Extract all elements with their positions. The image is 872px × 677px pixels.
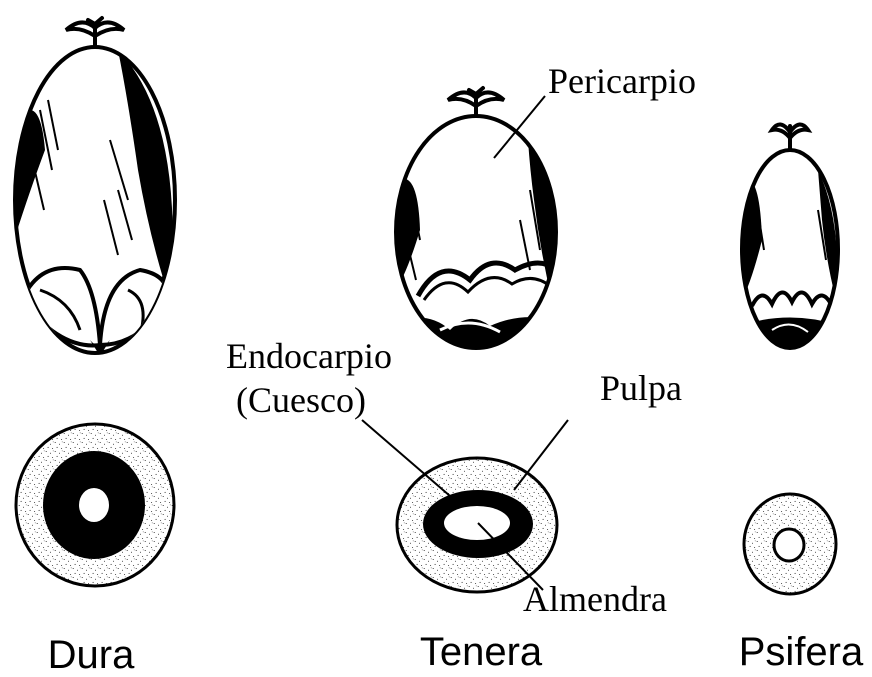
tenera-fruit [396, 88, 556, 360]
endocarpio-leader [362, 420, 450, 496]
tenera-cross-section [397, 458, 557, 592]
pulpa-leader [514, 420, 568, 490]
psifera-label: Psifera [739, 630, 864, 674]
pulpa-label: Pulpa [600, 368, 682, 408]
psifera-cross-section [744, 494, 836, 594]
endocarpio-label: Endocarpio [226, 336, 392, 376]
dura-sprout-icon [66, 18, 124, 48]
cuesco-label: (Cuesco) [236, 380, 366, 420]
tenera-sprout-icon [448, 88, 504, 116]
psifera-sprout-icon [772, 124, 808, 150]
dura-cross-section [16, 424, 174, 586]
dura-fruit [14, 18, 175, 356]
pericarpio-label: Pericarpio [548, 61, 696, 101]
tenera-label: Tenera [420, 630, 543, 674]
almendra-label: Almendra [523, 579, 667, 619]
psifera-fruit [742, 124, 838, 350]
dura-label: Dura [48, 633, 135, 677]
